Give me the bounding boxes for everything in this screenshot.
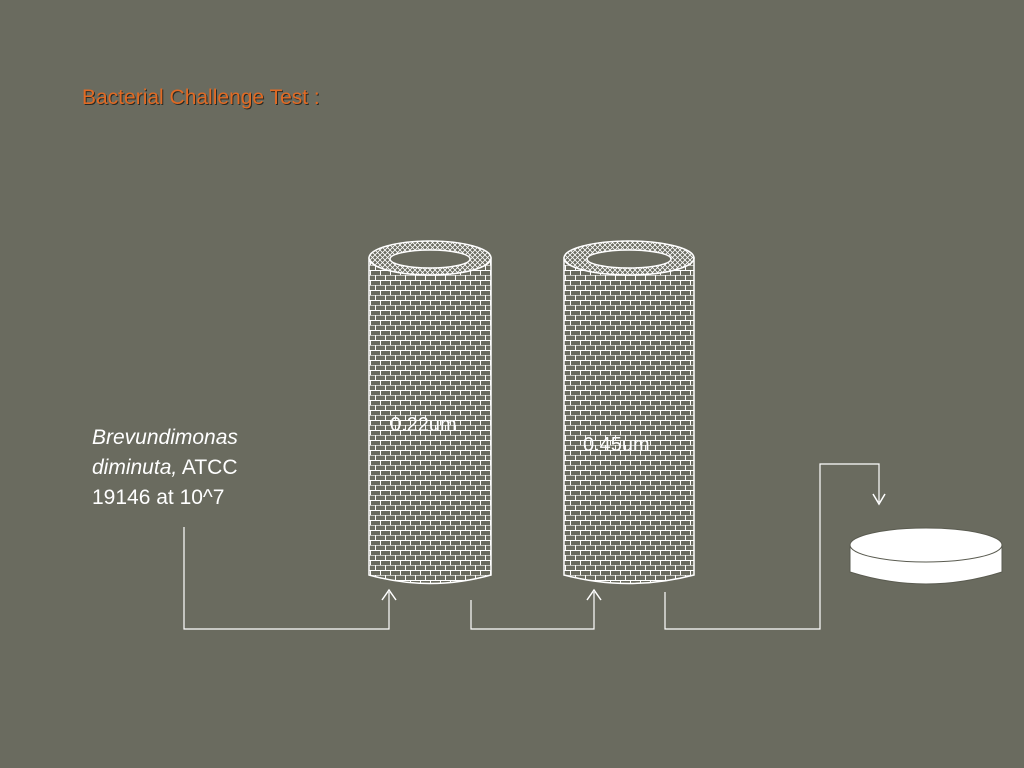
filter-cartridge-045 <box>563 240 695 585</box>
filter-cartridge-022 <box>368 240 492 585</box>
flow-line-between-filters <box>470 588 602 630</box>
organism-label: Brevundimonas diminuta, ATCC 19146 at 10… <box>92 423 292 513</box>
filter-label-045: 0.45um <box>583 434 650 456</box>
petri-dish-icon <box>849 527 1003 585</box>
flow-line-outlet <box>664 463 886 630</box>
organism-name: Brevundimonas diminuta, <box>92 426 238 479</box>
slide-title: Bacterial Challenge Test : <box>82 86 320 109</box>
flow-line-inlet <box>183 527 397 630</box>
organism-strain: ATCC 19146 at 10^7 <box>92 456 238 509</box>
filter-label-022: 0.22um <box>390 414 457 436</box>
